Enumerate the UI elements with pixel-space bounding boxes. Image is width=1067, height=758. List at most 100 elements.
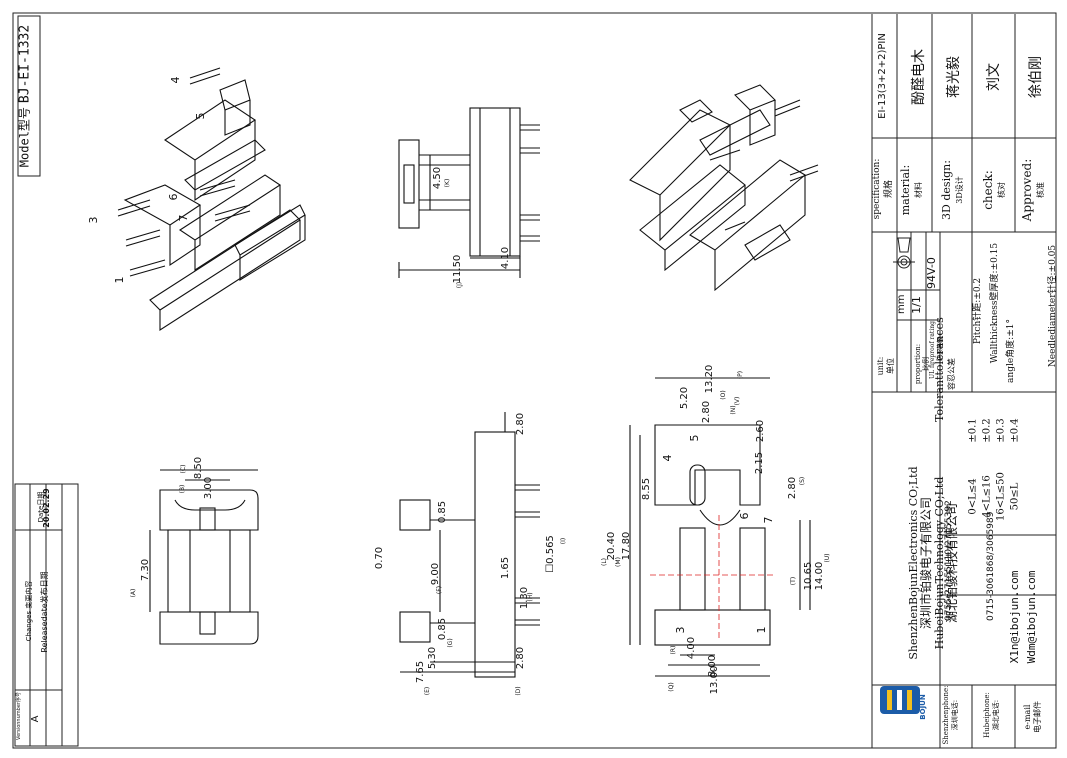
email-1: X1n@ibojun.com	[1008, 570, 1021, 664]
dim-5-20: 5.20	[679, 386, 690, 410]
iso-view-left	[117, 67, 306, 332]
dim-2-60: 2.60	[755, 419, 766, 443]
spec-label: specification:规格	[872, 158, 894, 220]
callout-U: (U)	[824, 553, 831, 563]
top-pin-7: 7	[762, 516, 775, 524]
dim-4-10: 4.10	[500, 246, 511, 270]
top-pin-5: 5	[688, 434, 701, 442]
side-view-bottom	[399, 412, 540, 678]
tol-pitch: Pitch针距:±0.2	[973, 277, 983, 345]
top-pin-3: 3	[674, 626, 687, 634]
hb-phone: 0715-3061868/3065989	[986, 511, 996, 621]
pin-label-5: 5	[194, 112, 207, 120]
sz-phone: 0755-27155110/27155392	[944, 500, 954, 621]
dim-7-30: 7.30	[140, 558, 151, 582]
callout-J: (J)	[456, 281, 463, 289]
pin-label-7: 7	[177, 214, 190, 222]
tol-range-0: 0<L≤4	[967, 478, 979, 515]
callout-O: (O)	[720, 390, 727, 400]
callout-S: (S)	[799, 476, 806, 486]
approved-value: 徐伯刚	[1028, 56, 1044, 98]
dim-8-55: 8.55	[641, 477, 652, 501]
hb-phone-label: Hubeiphone:湖北电话:	[983, 692, 1000, 738]
callout-R: (R)	[670, 645, 677, 655]
callout-C: (C)	[180, 464, 187, 474]
callout-D: (D)	[515, 686, 522, 696]
model-value: BJ-EI-1332	[17, 24, 33, 104]
tol-value-1: ±0.2	[981, 418, 993, 443]
callout-Q: (Q)	[668, 682, 675, 692]
callout-H: (H)	[527, 592, 534, 602]
top-view-centerlines	[650, 515, 775, 640]
tol-value-0: ±0.1	[967, 418, 979, 443]
proportion-value: 1/1	[910, 296, 923, 314]
material-label: material:材料	[899, 164, 923, 216]
tol-needle: Needlediameter针径:±0.05	[1048, 244, 1058, 368]
logo-text: BOJUN	[919, 694, 927, 720]
dim-4-00: 4.00	[686, 636, 697, 660]
top-pin-6: 6	[738, 512, 751, 520]
pin-label-4: 4	[169, 76, 182, 84]
bojun-logo	[880, 686, 920, 714]
tol-range-2: 16<L≤50	[995, 472, 1007, 521]
dim-sq-0-565: ☐0.565	[545, 535, 556, 573]
rev-version-value: A	[30, 715, 41, 723]
pin-label-1: 1	[113, 276, 126, 284]
callout-M: (M)	[615, 557, 622, 567]
email-2: Wdm@ibojun.com	[1025, 570, 1038, 664]
material-value: 酚醛电木	[911, 49, 927, 105]
dim-7-65: 7.65	[415, 660, 426, 684]
dim-1-65: 1.65	[500, 556, 511, 580]
callout-G: (G)	[447, 638, 454, 648]
callout-A: (A)	[130, 588, 137, 598]
dim-5-30: 5.30	[427, 646, 438, 670]
approved-label: Approved:核准	[1020, 158, 1045, 222]
front-view	[149, 469, 259, 645]
rev-changes-value: Releasedate发布日期	[40, 571, 49, 653]
dim-2-80-b: 2.80	[515, 646, 526, 670]
top-view	[629, 377, 811, 677]
pin-label-6: 6	[167, 193, 180, 201]
dim-4-50: 4.50	[432, 166, 443, 190]
tol-angle: angle角度:±1°	[1006, 319, 1016, 383]
model-label: Model型号BJ-EI-1332	[17, 24, 33, 168]
check-value: 刘文	[986, 63, 1002, 91]
projection-symbol	[893, 237, 915, 269]
callout-V: (V)	[734, 396, 741, 406]
revision-block	[14, 483, 79, 747]
tol-wall: Wallthickness壁厚度:±0.15	[990, 242, 1000, 364]
dim-2-80-c: 2.80	[701, 400, 712, 424]
unit-value: mm	[896, 294, 907, 314]
tol-value-3: ±0.4	[1009, 418, 1021, 443]
callout-I: (I)	[560, 537, 567, 545]
rev-date-value: 20.02.29	[42, 488, 51, 528]
rev-changes-header: Changes 变更内容	[25, 580, 33, 642]
top-pin-1: 1	[755, 626, 768, 634]
spec-value: EI-13(3+2+2)PIN	[877, 33, 888, 119]
dim-13-00: 13.00	[709, 665, 720, 695]
dim-0-85-a: 0.85	[437, 500, 448, 524]
dim-0-70: 0.70	[374, 546, 385, 570]
outer-border	[12, 12, 1057, 749]
dim-13-20: 13.20	[704, 364, 715, 394]
dim-2-80-a: 2.80	[515, 412, 526, 436]
side-view-top	[398, 107, 540, 278]
callout-T: (T)	[790, 576, 797, 586]
callout-L: (L)	[601, 557, 608, 567]
top-pin-4: 4	[661, 454, 674, 462]
callout-P: (P)	[737, 370, 744, 380]
tol-value-2: ±0.3	[995, 418, 1007, 443]
iso-view-right	[629, 84, 819, 292]
check-label: check:核对	[981, 170, 1006, 210]
sz-phone-label: Shenzhenphone:深圳电话:	[942, 685, 959, 745]
design-label: 3D design:3D设计	[940, 160, 964, 220]
tol-range-3: 50≤L	[1009, 482, 1021, 511]
callout-K: (K)	[444, 178, 451, 188]
design-value: 蒋光毅	[946, 56, 962, 98]
ul-value: 94V-0	[925, 257, 938, 289]
rev-version-header: Versionnumber序号	[16, 692, 22, 740]
callout-F: (F)	[436, 585, 443, 595]
model-label-box	[17, 15, 41, 177]
